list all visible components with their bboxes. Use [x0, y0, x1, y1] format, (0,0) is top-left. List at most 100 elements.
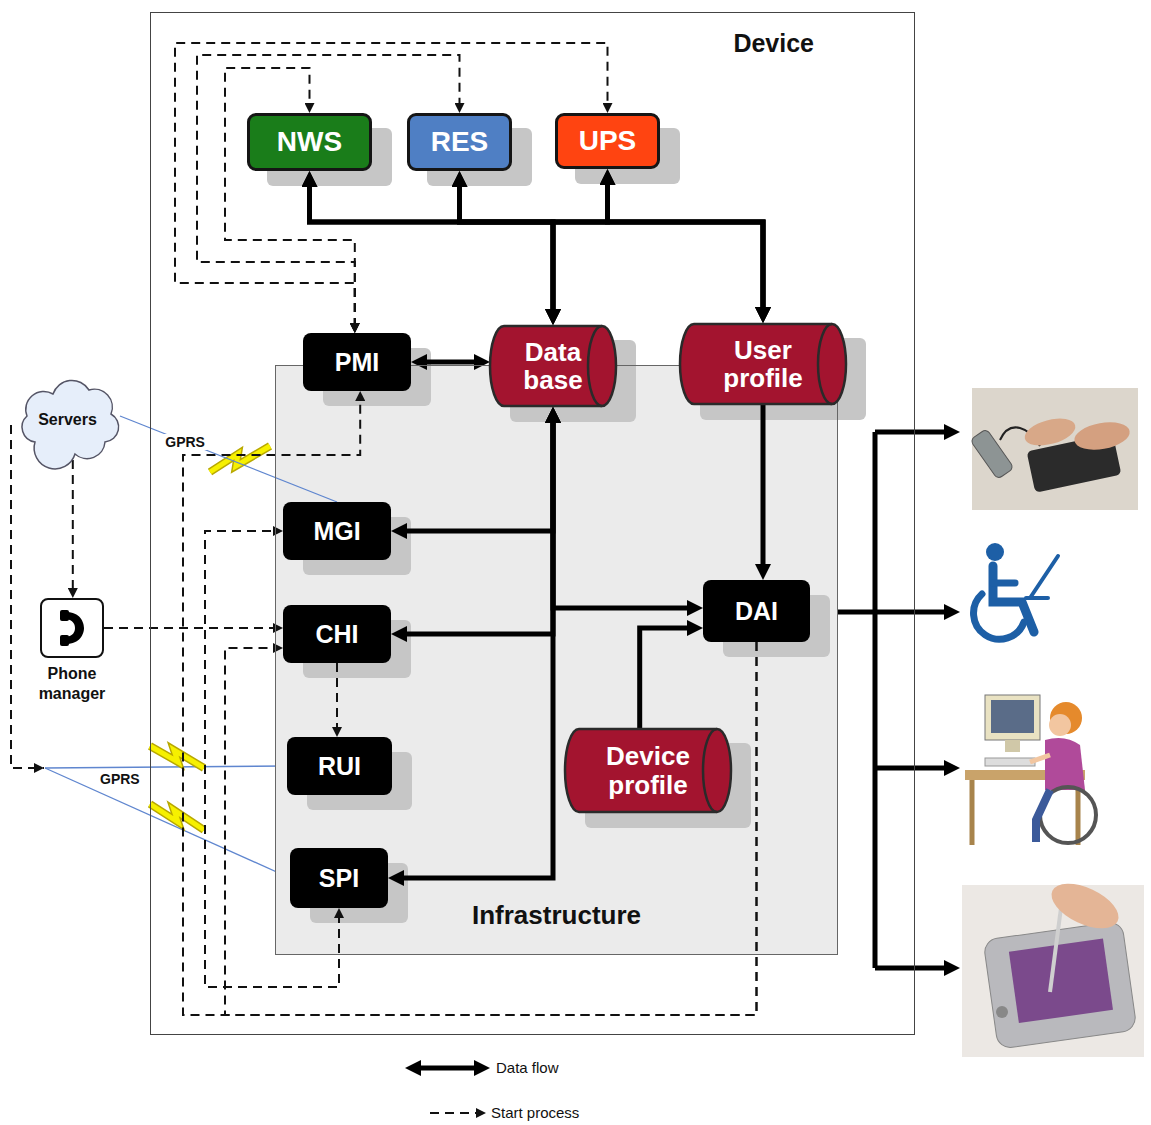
body [1045, 738, 1085, 790]
node-label: PMI [335, 348, 379, 377]
phone-frame [41, 599, 103, 657]
computer-user-picture [965, 695, 1096, 845]
data-flow-connector [421, 360, 480, 365]
legend-sample-data-flow [415, 1066, 480, 1071]
start-process-connector [104, 627, 277, 629]
output-arrow [875, 966, 950, 971]
cylinder-body [680, 324, 846, 404]
legs [1036, 790, 1050, 842]
bolt-outline [150, 804, 204, 830]
phone-icon: Phone manager [40, 598, 104, 658]
link-label: GPRS [100, 771, 140, 787]
data-flow-connector [310, 181, 764, 313]
process-box: SPI [290, 848, 388, 908]
output-arrow [875, 430, 950, 435]
arm [993, 580, 1015, 587]
database-cylinder: Device profile [565, 728, 731, 813]
output-arrow [875, 766, 950, 771]
process-box: CHI [283, 605, 391, 663]
process-box: DAI [703, 580, 810, 642]
head [986, 543, 1004, 561]
node-label: Data base [510, 338, 596, 394]
data-flow-connector [761, 405, 766, 570]
infrastructure-region: InfrastructureMGICHIRUISPIDAIDevice prof… [275, 365, 838, 955]
keyboard [985, 758, 1035, 766]
legend-text: Data flow [496, 1059, 559, 1077]
lightning-bolt [210, 446, 270, 472]
node-label: NWS [277, 126, 342, 158]
keyboard-photo [970, 388, 1138, 510]
data-flow-connector [401, 417, 553, 531]
lightning-bolt [150, 746, 204, 768]
button [996, 1006, 1008, 1018]
process-box: MGI [283, 502, 391, 560]
node-label: RUI [318, 752, 361, 781]
data-flow-connector [310, 181, 554, 315]
start-process-connector [175, 43, 608, 327]
node-label: RES [431, 126, 489, 158]
bolt-fill [150, 746, 204, 768]
database-cylinder: Data base [490, 325, 616, 407]
start-process-connector [72, 460, 74, 592]
stylus [1050, 900, 1062, 992]
data-flow-connector [398, 417, 553, 878]
device-frame: DeviceNWSRESUPSPMIData baseUser profileI… [150, 12, 915, 1035]
face [1049, 714, 1071, 736]
lightning-bolt [150, 804, 204, 830]
database-cylinder: User profile [680, 323, 846, 405]
data-flow-connector [401, 417, 553, 634]
node-label: User profile [700, 336, 826, 392]
laptop [1026, 556, 1058, 598]
process-box: RUI [287, 737, 392, 795]
bolt-fill [210, 446, 270, 472]
start-process-connector [225, 642, 757, 1015]
server-cloud: Servers [15, 380, 120, 460]
bolt-outline [150, 746, 204, 768]
cylinder-rim [818, 324, 832, 404]
legend-text: Start process [491, 1104, 579, 1122]
hand [1022, 414, 1078, 451]
phone [970, 429, 1014, 480]
service-box: RES [407, 113, 512, 171]
service-box: NWS [247, 113, 372, 171]
screen [991, 700, 1034, 733]
node-label: MGI [313, 517, 360, 546]
start-process-connector [225, 68, 355, 327]
hand [1045, 874, 1125, 937]
cylinder-rim [703, 729, 717, 812]
phone-shape [40, 598, 104, 658]
monitor [985, 695, 1040, 740]
pda-body [983, 921, 1137, 1049]
node-label: SPI [319, 864, 359, 893]
gprs-link [45, 768, 290, 878]
start-process-connector [336, 663, 338, 731]
node-label: Servers [38, 411, 97, 429]
legend-sample-start-process [430, 1112, 486, 1114]
cloud-outline [22, 380, 119, 468]
cylinder-rim [588, 326, 602, 406]
gprs-link [45, 766, 287, 768]
node-label: Device profile [585, 742, 711, 798]
data-flow-connector [460, 181, 554, 315]
gprs-link [120, 416, 337, 502]
data-flow-connector [553, 417, 693, 608]
pda-photo [962, 874, 1144, 1057]
handset-end [60, 610, 69, 621]
service-box: UPS [555, 113, 660, 169]
start-process-connector [197, 55, 460, 327]
wheel [974, 594, 1024, 639]
pda-screen [1009, 939, 1113, 1024]
data-flow-connector [640, 628, 693, 728]
node-label: Phone manager [27, 664, 117, 704]
arm [1030, 755, 1050, 762]
start-process-wire [11, 425, 44, 768]
handset-end [60, 635, 69, 646]
bolt-fill [150, 804, 204, 830]
hand [1072, 418, 1132, 453]
region-title: Device [151, 29, 914, 58]
stand [1005, 740, 1020, 752]
process-box: PMI [303, 333, 411, 391]
data-flow-connector [553, 179, 608, 315]
